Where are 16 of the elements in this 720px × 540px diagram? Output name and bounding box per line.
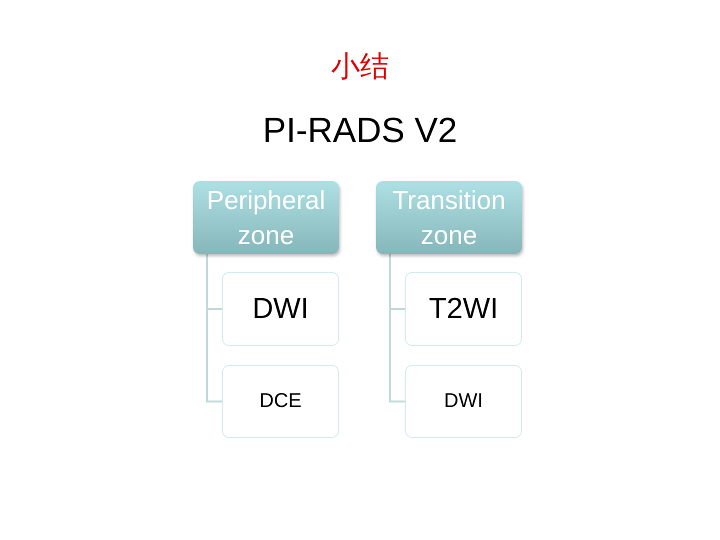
item-text: DCE (259, 390, 302, 413)
item-text: T2WI (428, 292, 498, 326)
category-header (376, 181, 522, 254)
category-header (193, 181, 339, 254)
item-text: DWI (444, 390, 483, 413)
item-text: DWI (252, 292, 309, 326)
item-card (222, 272, 339, 346)
header-text: Transition zone (391, 184, 507, 252)
header-text: Peripheral zone (206, 184, 326, 252)
slide-title: 小结 (331, 49, 389, 83)
connector-line (206, 254, 222, 402)
item-card (405, 365, 522, 438)
item-card (405, 272, 522, 346)
item-card (222, 365, 339, 438)
subtitle: PI-RADS V2 (262, 111, 458, 150)
connector-line (389, 254, 405, 402)
